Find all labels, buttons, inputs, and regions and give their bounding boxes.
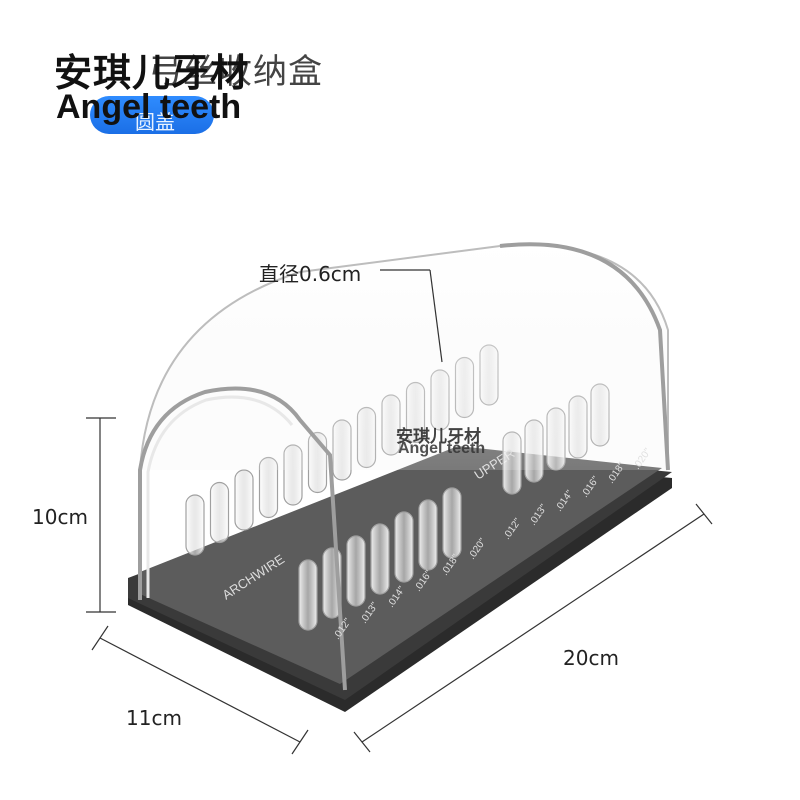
front-tube: [442, 487, 462, 559]
back-tube: [185, 494, 205, 556]
depth-label: 11cm: [126, 706, 182, 730]
diameter-label: 直径0.6cm: [259, 262, 362, 286]
front-tube: [298, 559, 318, 631]
length-label: 20cm: [563, 646, 619, 670]
front-tube: [418, 499, 438, 571]
product-watermark-cn: 安琪儿牙材: [396, 427, 481, 447]
front-tube: [346, 535, 366, 607]
lid-type-badge: [90, 96, 214, 134]
brand-watermark-en: Angel teeth: [56, 88, 242, 126]
product-title: 弓丝收纳盒: [148, 52, 323, 92]
clear-dome-lid: [138, 242, 670, 691]
product-watermark-en: Angel teeth: [398, 440, 486, 457]
back-tube: [209, 481, 230, 544]
lid-type-badge-label: 圆盖: [135, 110, 175, 134]
height-label: 10cm: [32, 505, 88, 529]
brand-watermark-cn: 安琪儿牙材: [54, 51, 250, 95]
back-tube: [234, 469, 254, 531]
front-tube: [370, 523, 390, 595]
dimension-lines: [86, 269, 713, 755]
front-tube: [394, 511, 414, 583]
front-row-tubes: [298, 487, 462, 631]
